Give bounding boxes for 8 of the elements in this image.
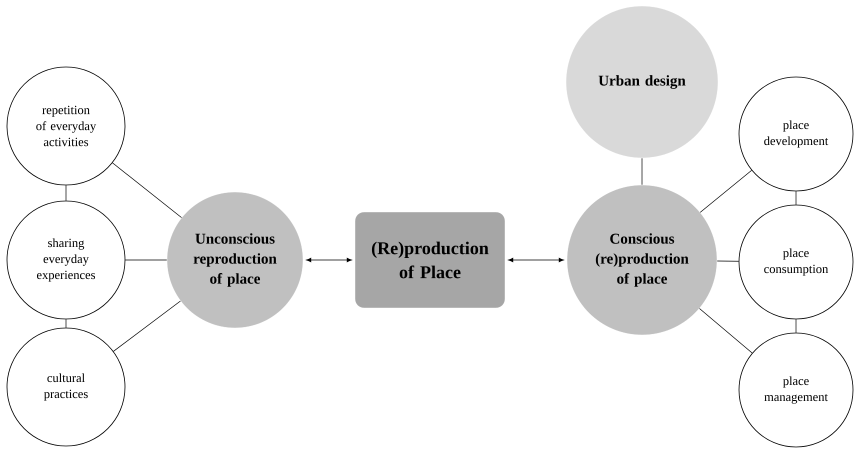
connector-line	[716, 260, 739, 262]
central-box: (Re)production of Place	[354, 212, 506, 308]
connector-line	[700, 170, 752, 213]
connector-line	[112, 162, 182, 218]
connector-line	[699, 308, 752, 354]
arrow	[306, 258, 352, 262]
connector-line	[113, 300, 181, 352]
arrow	[508, 258, 564, 262]
